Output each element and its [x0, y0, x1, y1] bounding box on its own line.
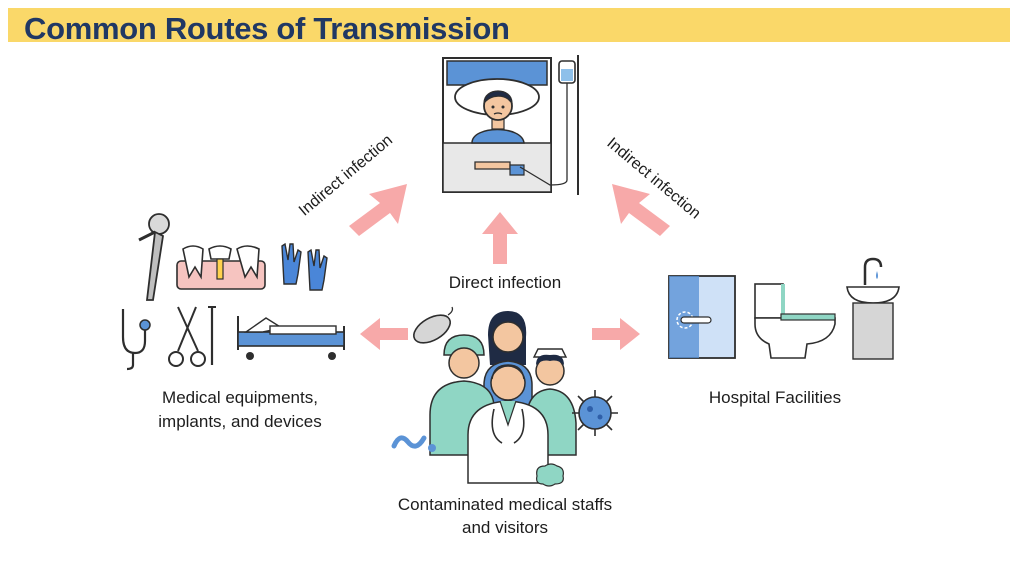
hip-implant-icon [138, 213, 170, 301]
arrow-up-icon [482, 212, 518, 264]
surgical-tools-icon [168, 306, 216, 367]
arrow-up-right-icon [612, 184, 670, 236]
title-bar: Common Routes of Transmission [8, 8, 1010, 46]
toilet-icon [754, 283, 836, 359]
staff-label-line2: and visitors [462, 518, 548, 537]
sink-icon [846, 257, 900, 360]
equipment-label-line1: Medical equipments, [162, 388, 318, 407]
page-title: Common Routes of Transmission [24, 11, 510, 46]
germ-icon [536, 463, 564, 487]
arrow-up-left-icon [349, 184, 407, 236]
staff-label-line1: Contaminated medical staffs [397, 495, 613, 514]
virus-icon [572, 390, 618, 436]
hospital-bed-icon [237, 316, 345, 360]
door-icon [668, 275, 736, 359]
stethoscope-icon [121, 309, 151, 371]
iv-drip-icon [519, 55, 579, 195]
arrow-left-icon [360, 318, 408, 350]
bacteria-icon [413, 306, 454, 344]
equipment-label-line2: implants, and devices [158, 412, 322, 431]
arrow-right-icon [592, 318, 640, 350]
dental-implant-icon [176, 245, 266, 290]
medical-staff-icon [429, 311, 577, 484]
direct-infection-label: Direct infection [448, 273, 562, 292]
patient-bed-icon [442, 55, 579, 195]
gloves-icon [281, 242, 328, 291]
bacteria-small-icon [391, 435, 436, 452]
facilities-label: Hospital Facilities [708, 388, 842, 407]
